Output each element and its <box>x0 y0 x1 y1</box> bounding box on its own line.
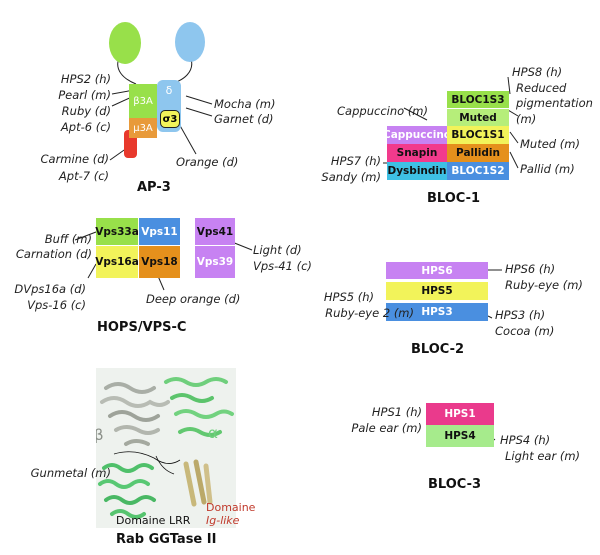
hps4-box: HPS4 <box>426 425 494 447</box>
ap3-beta3a-subunit: β3A <box>129 84 157 118</box>
label-light-ear: Light ear (m) <box>505 449 581 463</box>
hps1-box: HPS1 <box>426 403 494 425</box>
rab-ggtase-structure: β α <box>96 368 236 528</box>
bloc1-title: BLOC-1 <box>427 191 481 206</box>
hops-title: HOPS/VPS-C <box>97 320 187 335</box>
label-reduced-m: (m) <box>516 112 537 126</box>
label-garnet: Garnet (d) <box>214 112 274 126</box>
label-carnation: Carnation (d) <box>15 247 92 261</box>
iglike-domain-label-line1: Domaine <box>206 501 256 514</box>
iglike-domain-label-line2: Ig-like <box>206 514 240 527</box>
label-ruby-eye-2: Ruby-eye 2 (m) <box>325 306 414 320</box>
label-hps1: HPS1 (h) <box>371 405 422 419</box>
mu3a-label: μ3A <box>133 122 153 134</box>
label-sandy: Sandy (m) <box>321 170 381 184</box>
cappuccino-box: Cappuccino <box>383 126 451 144</box>
label-light: Light (d) <box>253 243 302 257</box>
label-hps3: HPS3 (h) <box>495 308 546 322</box>
bloc1s3-box: BLOC1S3 <box>447 91 509 109</box>
snapin-box: Snapin <box>387 144 447 162</box>
label-ruby: Ruby (d) <box>61 104 111 118</box>
bloc1s2-box: BLOC1S2 <box>447 162 509 180</box>
label-apt7: Apt-7 (c) <box>58 169 109 183</box>
label-ruby-eye: Ruby-eye (m) <box>505 278 583 292</box>
label-buff: Buff (m) <box>44 232 92 246</box>
ap3-blue-ear <box>175 22 205 62</box>
ap3-mu3a-subunit: μ3A <box>129 118 157 138</box>
vps11-box: Vps11 <box>139 218 180 246</box>
label-cocoa: Cocoa (m) <box>495 324 555 338</box>
label-vps41: Vps-41 (c) <box>253 259 312 273</box>
label-deep-orange: Deep orange (d) <box>146 292 241 306</box>
bloc3-title: BLOC-3 <box>428 477 482 492</box>
label-orange: Orange (d) <box>176 155 239 169</box>
label-hps2: HPS2 (h) <box>60 72 111 86</box>
label-vps16: Vps-16 (c) <box>27 298 86 312</box>
delta-label: δ <box>165 84 173 97</box>
label-pigmentation: pigmentation <box>516 96 593 110</box>
vps18-box: Vps18 <box>139 246 180 278</box>
label-gunmetal: Gunmetal (m) <box>30 466 111 480</box>
protein-ribbon-image <box>98 377 234 519</box>
label-apt6: Apt-6 (c) <box>60 120 111 134</box>
label-hps7: HPS7 (h) <box>330 154 381 168</box>
beta3a-label: β3A <box>133 95 153 107</box>
muted-box: Muted <box>447 109 509 126</box>
dysbindin-box: Dysbindin <box>387 162 447 180</box>
ap3-sigma3-subunit: σ3 <box>160 110 180 128</box>
sigma3-label: σ3 <box>162 113 178 125</box>
ap3-green-ear <box>109 22 141 64</box>
label-cappuccino: Cappuccino (m) <box>337 104 428 118</box>
label-muted: Muted (m) <box>520 137 580 151</box>
vps16a-box: Vps16a <box>95 246 139 278</box>
pallidin-box: Pallidin <box>447 144 509 162</box>
label-hps4: HPS4 (h) <box>500 433 551 447</box>
label-dvps16a: DVps16a (d) <box>14 282 86 296</box>
hps5-box: HPS5 <box>386 282 488 300</box>
label-pallid: Pallid (m) <box>520 162 575 176</box>
hps6-box: HPS6 <box>386 262 488 279</box>
label-pearl: Pearl (m) <box>58 88 111 102</box>
label-mocha: Mocha (m) <box>214 97 276 111</box>
label-hps8: HPS8 (h) <box>512 65 563 79</box>
rab-ggtase-title: Rab GGTase II <box>116 532 217 547</box>
vps33a-box: Vps33a <box>95 218 139 246</box>
label-pale-ear: Pale ear (m) <box>351 421 422 435</box>
label-hps6: HPS6 (h) <box>505 262 556 276</box>
vps41-box: Vps41 <box>195 218 235 246</box>
label-hps5: HPS5 (h) <box>323 290 374 304</box>
beta-label: β <box>96 426 104 444</box>
alpha-label: α <box>208 424 218 442</box>
ap3-title: AP-3 <box>137 180 171 195</box>
lrr-domain-label: Domaine LRR <box>116 514 191 527</box>
label-reduced: Reduced <box>516 81 567 95</box>
hps3-box: HPS3 <box>386 303 488 321</box>
bloc1s1-box: BLOC1S1 <box>447 126 509 144</box>
bloc2-title: BLOC-2 <box>411 342 465 357</box>
vps39-box: Vps39 <box>195 246 235 278</box>
label-carmine: Carmine (d) <box>40 152 110 166</box>
